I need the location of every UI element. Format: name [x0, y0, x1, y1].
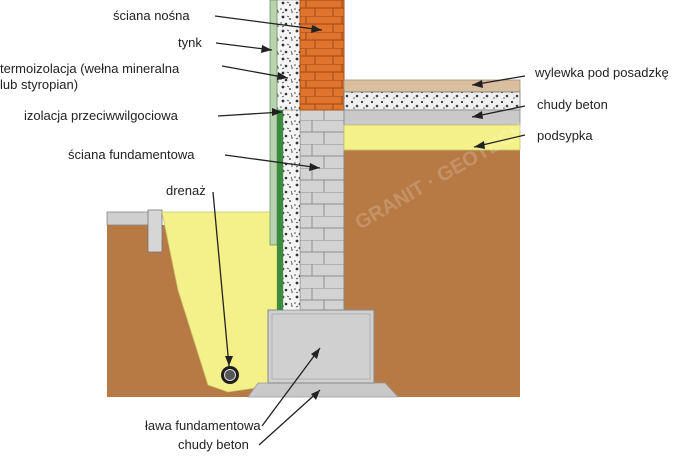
- footing-inner: [271, 313, 371, 380]
- label-tynk: tynk: [178, 35, 202, 50]
- arrow-tynk: [261, 45, 272, 53]
- leader-chudy-beton-bottom: [258, 389, 321, 446]
- leader-sciana-nosna: [214, 15, 323, 31]
- load-bearing-wall: [299, 0, 345, 111]
- arrow-sciana-fundamentowa: [309, 163, 320, 171]
- leader-drenaz: [212, 191, 230, 367]
- leader-arrows: [225, 25, 485, 400]
- sand-subbase: [343, 124, 521, 151]
- leader-sciana-fundamentowa: [224, 154, 321, 169]
- post: [147, 209, 163, 253]
- arrow-chudy-beton-bottom: [311, 390, 320, 400]
- floor-insulation: [343, 91, 521, 111]
- foundation-wall: [299, 109, 345, 311]
- strip-footing: [267, 309, 375, 384]
- label-wylewka: wylewka pod posadzkę: [535, 65, 669, 80]
- arrow-termoizolacja: [277, 72, 288, 80]
- label-chudy-beton-right: chudy beton: [537, 97, 608, 112]
- arrow-sciana-nosna: [311, 25, 322, 33]
- arrow-lawa: [311, 348, 320, 359]
- damp-proofing: [277, 110, 283, 310]
- leader-izolacja: [217, 111, 283, 117]
- thermal-insulation-upper: [276, 0, 301, 111]
- label-podsypka: podsypka: [537, 128, 593, 143]
- arrow-drenaz: [225, 356, 233, 366]
- label-termoizolacja-line2: lub styropian): [0, 77, 79, 92]
- arrow-podsypka: [474, 141, 485, 149]
- label-termoizolacja-line1: termoizolacja (wełna mineralna: [0, 61, 180, 76]
- thermal-insulation-lower: [282, 109, 301, 311]
- leader-termoizolacja: [221, 65, 289, 79]
- label-drenaz: drenaż: [166, 183, 206, 198]
- label-sciana-nosna: ściana nośna: [113, 8, 190, 23]
- label-lawa-fundamentowa: ława fundamentowa: [145, 418, 261, 433]
- arrow-izolacja: [272, 108, 282, 116]
- leader-lawa: [261, 347, 321, 427]
- plaster-layer: [269, 0, 278, 246]
- arrow-chudy-beton-right: [472, 111, 483, 119]
- lean-concrete-base: [247, 382, 399, 398]
- label-sciana-fundamentowa: ściana fundamentowa: [68, 147, 195, 162]
- drainage-pipe-inner: [224, 369, 236, 381]
- label-chudy-beton-bottom: chudy beton: [178, 437, 249, 452]
- arrow-wylewka: [472, 80, 483, 88]
- label-izolacja: izolacja przeciwwilgociowa: [24, 108, 178, 123]
